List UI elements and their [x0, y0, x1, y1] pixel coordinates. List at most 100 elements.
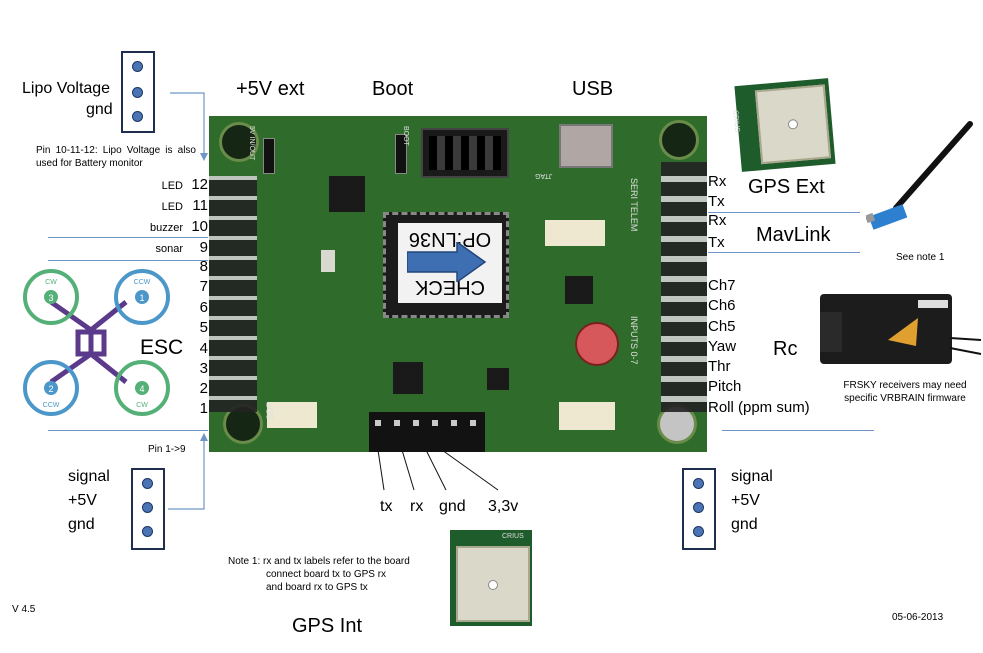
left-5v-label: +5V [68, 492, 97, 509]
left-pin-header [209, 176, 257, 412]
boot-jumper [395, 134, 407, 174]
bottom-pin-tx: tx [380, 498, 393, 515]
white-connector [267, 402, 317, 428]
gps-antenna [456, 546, 530, 622]
right-pin-label: Yaw [708, 338, 737, 355]
left-pin-label: LED [161, 180, 183, 192]
motor-2-hub [44, 381, 58, 395]
quadcopter-diagram: 3 CW 1 CCW 2 CCW 4 CW [23, 269, 170, 416]
left-pin-number: 12 [191, 176, 208, 193]
boot-label: Boot [372, 78, 414, 100]
silk-seri-telem: SERI TELEM [629, 178, 639, 232]
motor-1-hub [135, 290, 149, 304]
crius-text: CRIUS [731, 109, 741, 133]
connector-pin [693, 526, 704, 537]
right-pin-label: Tx [708, 193, 725, 210]
usb-label: USB [572, 78, 614, 100]
quad-frame [49, 299, 128, 385]
connector-pin [132, 61, 143, 72]
mavlink-label: MavLink [756, 224, 831, 246]
motor-2-number: 2 [48, 384, 53, 394]
pin-range-label: Pin 1->9 [148, 444, 186, 455]
right-pin-label: Rx [708, 173, 727, 190]
lipo-voltage-label: Lipo Voltage [22, 80, 111, 97]
left-pin-label: buzzer [149, 222, 183, 234]
left-pin-number: 11 [192, 197, 208, 214]
right-pin-label: Ch5 [708, 318, 736, 335]
left-pin-number: 10 [191, 218, 208, 235]
motor-3-dir: CW [45, 279, 57, 286]
silk-sdp: SDP [265, 401, 275, 420]
connector-pin [142, 502, 153, 513]
motor-4-ring [114, 360, 170, 416]
divider-line [48, 430, 208, 431]
date-label: 05-06-2013 [892, 612, 944, 623]
left-pin-number: 1 [199, 400, 208, 417]
right-5v-label: +5V [731, 492, 760, 509]
frsky-note: FRSKY receivers may need specific VRBRAI… [843, 380, 967, 404]
left-pin-number: 5 [199, 319, 208, 336]
right-pin-label: Tx [708, 234, 725, 251]
mavlink-radio-icon [866, 121, 973, 230]
gps-int-module: CRIUS [450, 530, 532, 626]
lipo-gnd-label: gnd [86, 101, 113, 118]
right-signal-label: signal [731, 468, 773, 485]
bottom-pin-gnd: gnd [439, 498, 466, 515]
right-pin-label: Roll (ppm sum) [708, 399, 810, 416]
connector-pin [142, 478, 153, 489]
motor-3-number: 3 [48, 293, 53, 303]
right-pin-label: Ch7 [708, 277, 736, 294]
left-pin-number: 7 [199, 278, 208, 295]
note1-line3: and board rx to GPS tx [266, 582, 368, 593]
note1-line2: connect board tx to GPS rx [266, 569, 387, 580]
white-connector [559, 402, 615, 430]
esc-label: ESC [140, 336, 184, 359]
divider-line [708, 212, 860, 213]
silk-boot: BOOT [402, 126, 409, 146]
ext-5v-label: +5V ext [236, 78, 305, 100]
right-pin-label: Thr [708, 358, 731, 375]
motor-4-hub [135, 381, 149, 395]
rc-receiver-icon [820, 294, 982, 364]
note1-line1: Note 1: rx and tx labels refer to the bo… [228, 556, 410, 567]
rc-label: Rc [773, 338, 798, 360]
motor-1-dir: CCW [134, 279, 151, 286]
component [321, 250, 335, 272]
sub-chip [393, 362, 423, 394]
version-label: V 4.5 [12, 604, 36, 615]
gps-int-label: GPS Int [292, 615, 363, 637]
motor-1-number: 1 [139, 293, 144, 303]
divider-line [708, 252, 860, 253]
motor-3-hub [44, 290, 58, 304]
arrow-icon [407, 242, 487, 282]
left-pin-label: LED [161, 201, 183, 213]
right-signal-connector [682, 468, 716, 550]
boot-header [421, 128, 509, 178]
right-gnd-label: gnd [731, 516, 758, 533]
silk-inputs: INPUTS 0-7 [629, 316, 639, 365]
right-pin-label: Rx [708, 212, 727, 229]
sub-chip [487, 368, 509, 390]
right-pin-header [661, 162, 707, 412]
motor-2-ring [23, 360, 79, 416]
connector-pin [132, 87, 143, 98]
left-leader-lines [168, 92, 208, 510]
left-signal-label: signal [68, 468, 110, 485]
ext-jumper [263, 138, 275, 174]
divider-line [48, 237, 208, 238]
motor-4-number: 4 [139, 384, 144, 394]
left-pin-number: 2 [199, 380, 208, 397]
motor-3-ring [23, 269, 79, 325]
mount-hole [219, 122, 259, 162]
mount-hole [659, 120, 699, 160]
sub-chip [565, 276, 593, 304]
bottom-pin-rx: rx [410, 498, 424, 515]
gps-ext-module: CRIUS [731, 78, 836, 172]
left-pin-number: 9 [199, 239, 208, 256]
flight-controller-board: OP:LN36 CHECK SERI TELEM INPUTS 0-7 SDP … [209, 116, 707, 452]
right-pin-label: Pitch [708, 378, 742, 395]
connector-pin [693, 478, 704, 489]
motor-1-ring [114, 269, 170, 325]
see-note-label: See note 1 [896, 252, 945, 263]
left-pin-number: 3 [199, 360, 208, 377]
